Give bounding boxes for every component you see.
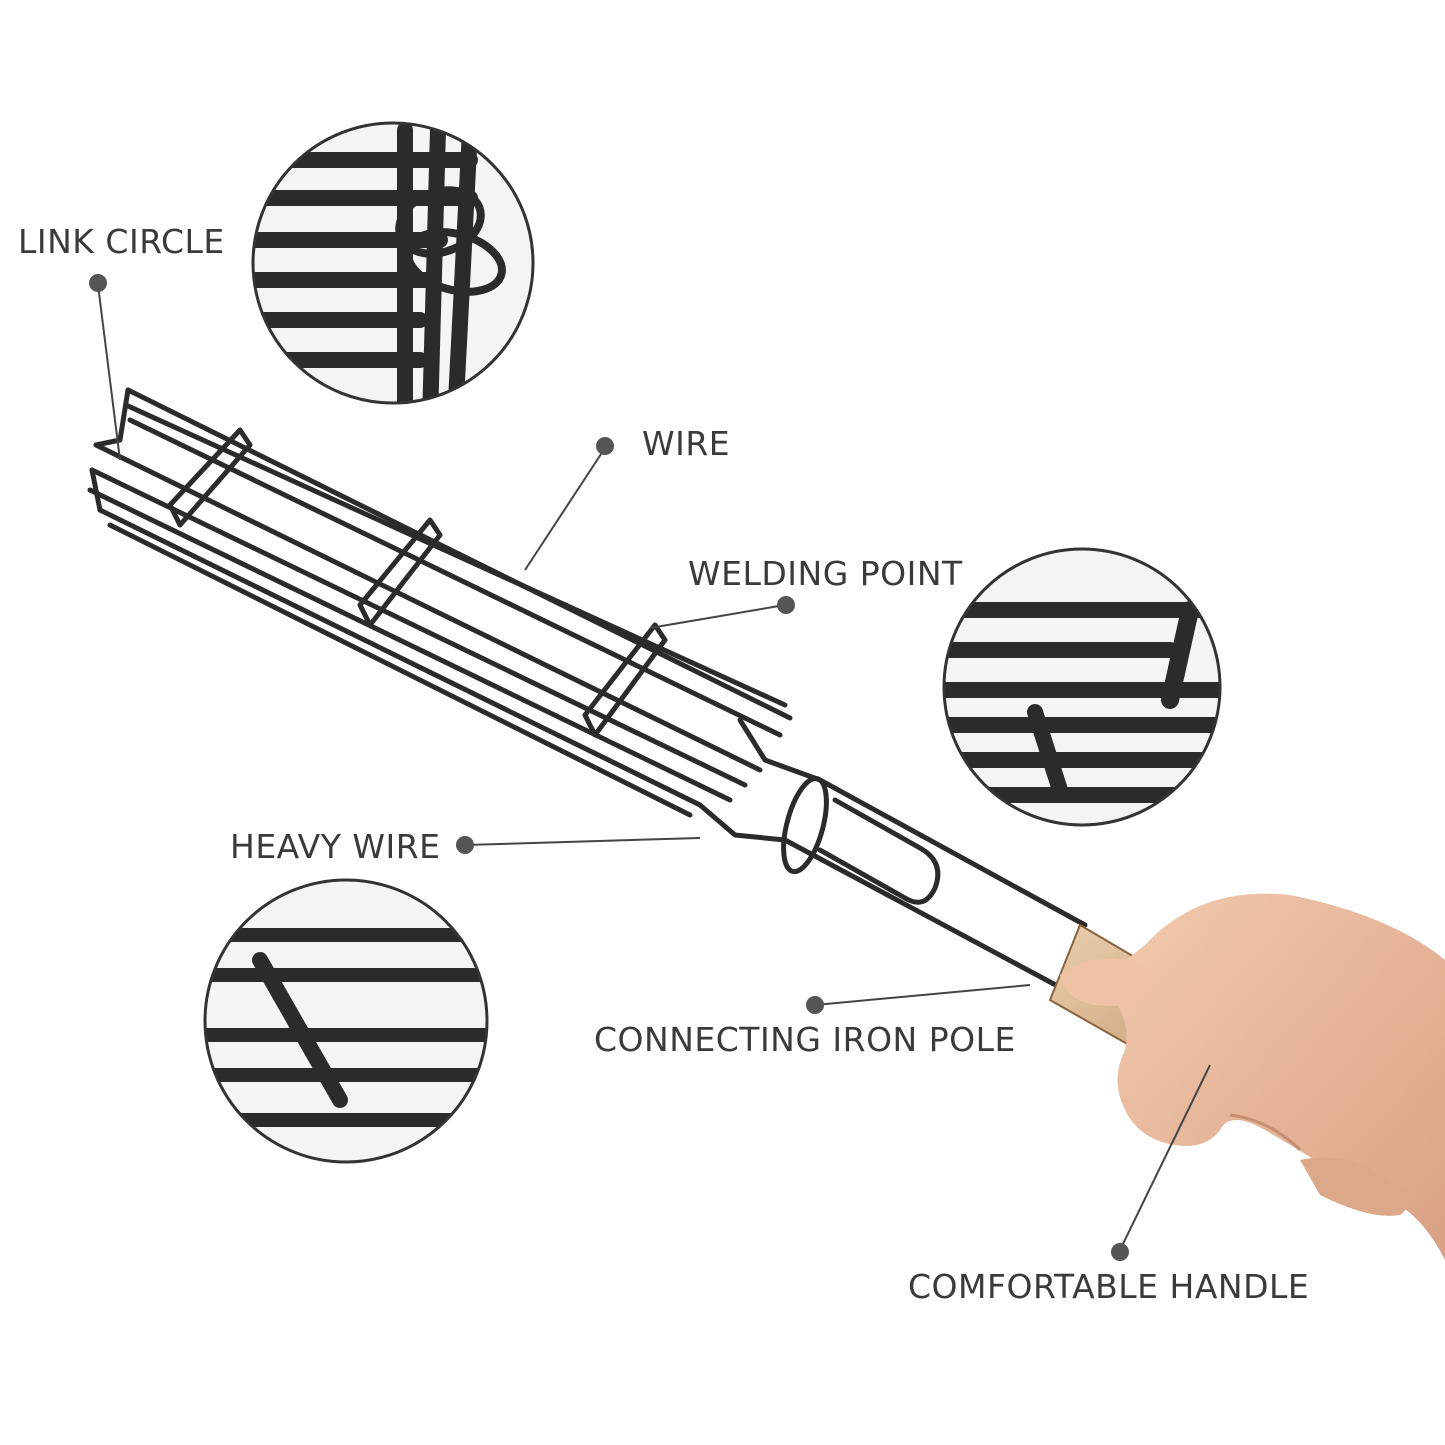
label-comfortable-handle: COMFORTABLE HANDLE <box>908 1267 1310 1306</box>
zoom-welding-point <box>942 547 1222 827</box>
label-wire: WIRE <box>642 424 731 463</box>
dot-comfortable-handle <box>1111 1243 1129 1261</box>
grill-basket <box>87 387 1088 993</box>
leader-lines <box>97 284 1211 1251</box>
dot-heavy-wire <box>456 836 474 854</box>
label-connecting-iron-pole: CONNECTING IRON POLE <box>594 1020 1016 1059</box>
zoom-link-circle <box>251 121 535 405</box>
label-link-circle: LINK CIRCLE <box>18 222 225 261</box>
dot-wire <box>596 437 614 455</box>
zoom-heavy-wire <box>203 878 489 1164</box>
label-welding-point: WELDING POINT <box>688 554 963 593</box>
label-heavy-wire: HEAVY WIRE <box>230 827 441 866</box>
dot-welding-point <box>777 596 795 614</box>
leader-dots <box>89 274 1129 1261</box>
dot-connecting-iron-pole <box>806 996 824 1014</box>
dot-link-circle <box>89 274 107 292</box>
hand <box>1060 893 1445 1260</box>
